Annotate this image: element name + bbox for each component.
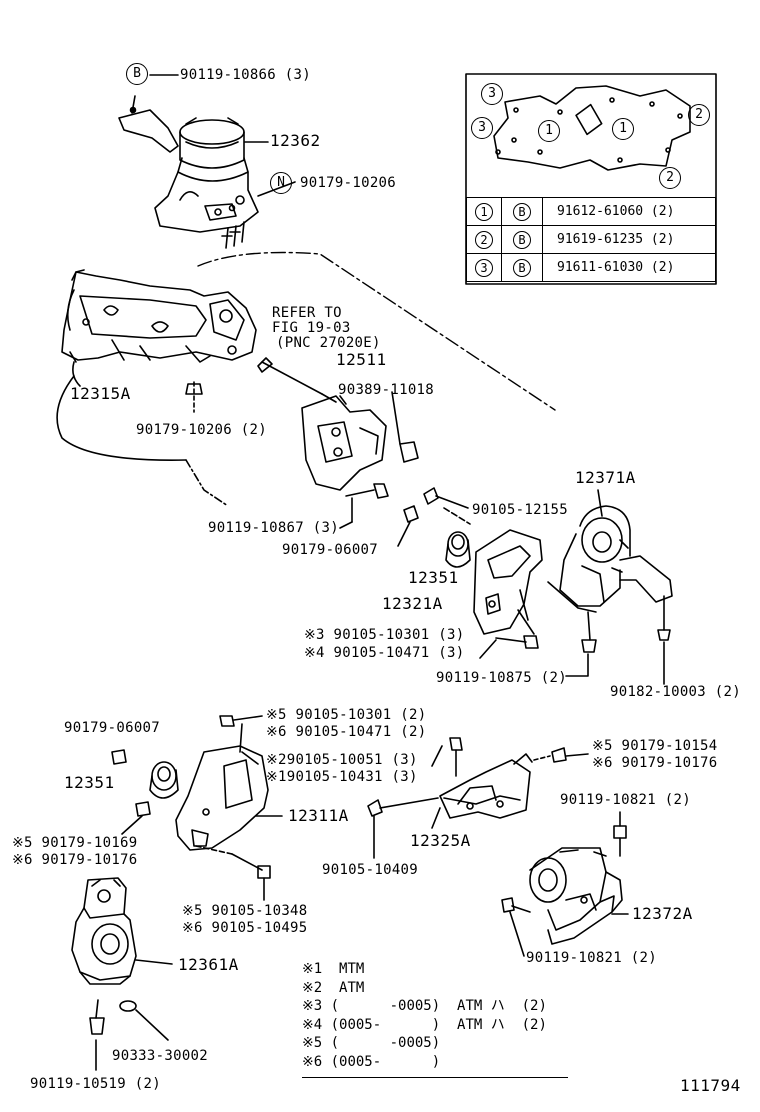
part-number-nut-5-left: ※5 90179-10169	[12, 835, 138, 851]
refer-line-1: REFER TO	[272, 305, 342, 321]
note-line: ※5 ( -0005)	[302, 1035, 441, 1051]
part-number-bolt-5-lower: ※5 90105-10348	[182, 903, 308, 919]
refer-line-2: FIG 19-03	[272, 320, 351, 336]
insulator-12372A	[529, 847, 623, 945]
bracket-12511	[301, 395, 387, 491]
inset-callout-3a: 3	[481, 83, 503, 105]
refer-line-3: (PNC 27020E)	[276, 335, 381, 351]
callout-b-icon: B	[126, 63, 148, 85]
part-number-nut-10003: 90182-10003 (2)	[610, 684, 741, 700]
inset-bolt-table: 1 B 91612-61060 (2) 2 B 91619-61235 (2) …	[466, 197, 716, 282]
part-number-12311A: 12311A	[288, 806, 349, 825]
row-number-icon: 3	[475, 258, 493, 277]
row-part-number: 91619-61235 (2)	[542, 225, 716, 254]
row-mark-icon: B	[513, 202, 531, 221]
part-number-bolt-10875: 90119-10875 (2)	[436, 670, 567, 686]
part-number-12325A: 12325A	[410, 831, 471, 850]
part-number-bolt-12315A: 90119-10867 (3)	[208, 520, 339, 536]
part-number-bolt-3: ※3 90105-10301 (3)	[304, 627, 465, 643]
part-number-bolt-10821-bottom: 90119-10821 (2)	[526, 950, 657, 966]
part-number-nut-6-left: ※6 90179-10176	[12, 852, 138, 868]
inset-callout-2a: 2	[688, 104, 710, 126]
part-number-12511: 12511	[336, 350, 387, 369]
callout-n-icon: N	[270, 172, 292, 194]
part-number-bolt-1: ※190105-10431 (3)	[266, 769, 418, 785]
inset-callout-2b: 2	[659, 167, 681, 189]
part-number-bolt-10519: 90119-10519 (2)	[30, 1076, 161, 1092]
part-number-bolt-5-upper: ※5 90105-10301 (2)	[266, 707, 427, 723]
stopper-12351-center	[445, 531, 471, 568]
note-line: ※6 (0005- )	[302, 1053, 441, 1070]
part-number-nut-06007-left: 90179-06007	[64, 720, 161, 736]
note-line: ※3 ( -0005) ATM ハ (2)	[302, 998, 547, 1014]
table-row: 1 B 91612-61060 (2)	[466, 197, 716, 226]
part-number-cap: 90389-11018	[338, 382, 435, 398]
stopper-12351-left	[149, 761, 179, 799]
bracket-12321A	[473, 529, 543, 635]
part-number-bolt-6-lower: ※6 90105-10495	[182, 920, 308, 936]
row-part-number: 91612-61060 (2)	[542, 197, 716, 226]
note-line: ※4 (0005- ) ATM ハ (2)	[302, 1016, 547, 1033]
part-number-nut-6-right: ※6 90179-10176	[592, 755, 718, 771]
part-number-12351-center: 12351	[408, 568, 459, 587]
part-number-bolt-10409: 90105-10409	[322, 862, 419, 878]
part-number-nut-06007-center: 90179-06007	[282, 542, 379, 558]
part-number-bolt-4: ※4 90105-10471 (3)	[304, 645, 465, 661]
part-number-bolt-12155: 90105-12155	[472, 502, 569, 518]
notes-divider	[302, 1077, 568, 1078]
note-line: ※1 MTM	[302, 961, 365, 977]
inset-callout-3b: 3	[471, 117, 493, 139]
part-number-bolt-2: ※290105-10051 (3)	[266, 752, 418, 768]
part-number-12315A: 12315A	[70, 384, 131, 403]
row-number-icon: 2	[475, 230, 493, 249]
part-number-plug: 90333-30002	[112, 1048, 209, 1064]
row-part-number: 91611-61030 (2)	[542, 253, 716, 282]
part-number-12361A: 12361A	[178, 955, 239, 974]
row-mark-icon: B	[513, 258, 531, 277]
engine-mount-insulator-12362	[118, 95, 259, 249]
part-number-12362: 12362	[270, 131, 321, 150]
table-row: 3 B 91611-61030 (2)	[466, 253, 716, 282]
inset-callout-1b: 1	[612, 118, 634, 140]
part-number-12371A: 12371A	[575, 468, 636, 487]
inset-callout-1a: 1	[538, 120, 560, 142]
part-number-nut-5-right: ※5 90179-10154	[592, 738, 718, 754]
part-number-nut-12315A: 90179-10206 (2)	[136, 422, 267, 438]
part-number-nut-top: 90179-10206	[300, 175, 397, 191]
part-number-top-bolt: 90119-10866 (3)	[180, 67, 311, 83]
bracket-12325A	[439, 753, 533, 819]
left-insulator-12361A	[71, 877, 137, 1035]
note-line: ※2 ATM	[302, 979, 365, 996]
figure-id: 111794	[680, 1076, 741, 1095]
part-number-12321A: 12321A	[382, 594, 443, 613]
bracket-12311A	[175, 745, 269, 851]
part-number-12351-left: 12351	[64, 773, 115, 792]
part-number-bolt-6-upper: ※6 90105-10471 (2)	[266, 724, 427, 740]
part-number-12372A: 12372A	[632, 904, 693, 923]
part-number-bolt-10821-top: 90119-10821 (2)	[560, 792, 691, 808]
row-number-icon: 1	[475, 202, 493, 221]
row-mark-icon: B	[513, 230, 531, 249]
transaxle-bracket-12315A	[61, 269, 257, 387]
inset-box	[465, 73, 717, 285]
table-row: 2 B 91619-61235 (2)	[466, 225, 716, 254]
notes-legend: ※1 MTM ※2 ATM ※3 ( -0005) ATM ハ (2) ※4 (…	[302, 960, 547, 1071]
rear-mount-insulator-12371A	[547, 505, 673, 653]
